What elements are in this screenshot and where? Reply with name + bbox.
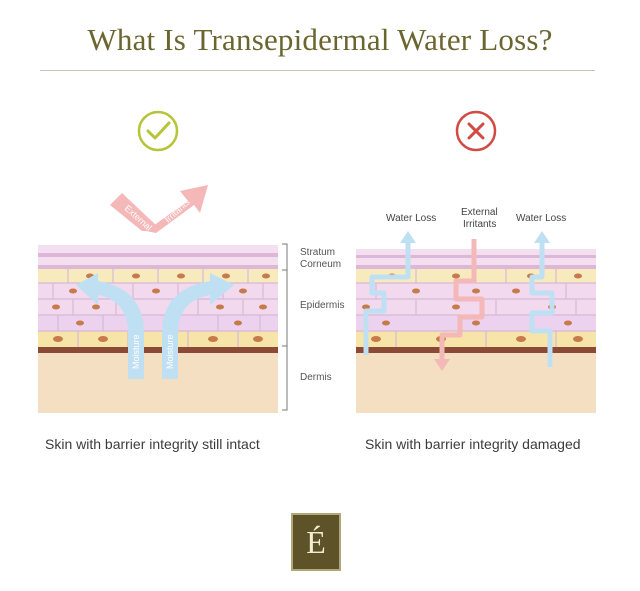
cross-icon — [455, 110, 497, 152]
check-icon — [137, 110, 179, 152]
external-irritants-line2: Irritants — [463, 219, 496, 230]
dermis-label: Dermis — [300, 372, 332, 383]
irritants-arrow-label-2: Irritants — [163, 197, 192, 225]
moisture-arrows: Moisture Moisture — [76, 273, 234, 379]
water-loss-right-label: Water Loss — [516, 213, 566, 224]
title-divider — [40, 70, 595, 71]
moisture-label-left: Moisture — [131, 334, 141, 369]
irritants-arrow: External Irritants — [110, 185, 208, 233]
logo-letter: É — [306, 523, 326, 560]
page-title: What Is Transepidermal Water Loss? — [87, 22, 553, 57]
irritants-arrowhead-right — [434, 359, 450, 371]
stratum-corneum-label: Stratum Corneum — [300, 247, 341, 271]
moisture-label-right: Moisture — [165, 334, 175, 369]
brand-logo: É — [291, 513, 341, 571]
water-loss-arrowhead-left — [400, 231, 416, 243]
stratum-line-1: Stratum — [300, 247, 336, 258]
damaged-skin-caption: Skin with barrier integrity damaged — [365, 436, 581, 452]
water-loss-left-label: Water Loss — [386, 213, 436, 224]
water-loss-arrow-left — [363, 241, 411, 355]
epidermis-label: Epidermis — [300, 300, 345, 311]
intact-skin-diagram: External Irritants Moisture Moisture — [38, 110, 278, 413]
layer-brackets — [282, 243, 288, 411]
water-loss-arrow-right — [529, 241, 555, 367]
water-loss-arrowhead-right — [534, 231, 550, 243]
intact-skin-caption: Skin with barrier integrity still intact — [45, 436, 260, 452]
irritants-arrow-right — [439, 239, 485, 361]
external-irritants-line1: External — [461, 207, 498, 218]
stratum-line-2: Corneum — [300, 259, 342, 270]
damaged-skin-diagram: Water Loss External Irritants Water Loss — [356, 110, 596, 413]
